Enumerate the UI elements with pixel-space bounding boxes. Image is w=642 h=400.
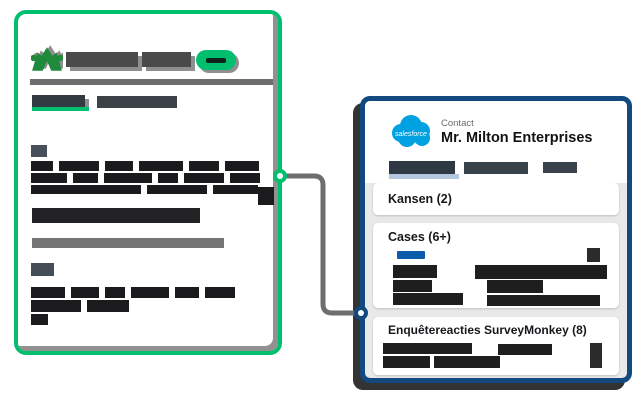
redacted-text-line xyxy=(31,185,258,194)
redacted-text-line xyxy=(31,314,48,325)
record-name: Mr. Milton Enterprises xyxy=(441,130,593,146)
surveymonkey-monkey-icon xyxy=(30,45,67,71)
field-value-placeholder xyxy=(487,280,543,293)
related-list-cases[interactable]: Cases (6+) xyxy=(373,223,619,308)
active-tab-underline xyxy=(389,174,459,179)
salesforce-panel: salesforce Contact Mr. Milton Enterprise… xyxy=(360,96,632,383)
related-list-kansen[interactable]: Kansen (2) xyxy=(373,183,619,215)
scrollbar-placeholder[interactable] xyxy=(590,343,602,368)
svg-text:salesforce: salesforce xyxy=(395,131,427,138)
response-field-placeholder xyxy=(498,344,552,355)
header-divider xyxy=(30,79,273,85)
redacted-text-block xyxy=(258,187,274,205)
active-tab-underline xyxy=(32,107,89,111)
redacted-text-line xyxy=(31,161,259,171)
surveymonkey-wordmark-placeholder xyxy=(142,52,191,67)
tab-active-placeholder[interactable] xyxy=(389,161,455,174)
tab-inactive-placeholder[interactable] xyxy=(464,162,528,174)
field-label-placeholder xyxy=(393,293,463,305)
minus-dash-icon xyxy=(206,57,226,63)
salesforce-cloud-icon: salesforce xyxy=(392,115,430,147)
case-number-link-placeholder[interactable] xyxy=(397,251,425,259)
response-field-placeholder xyxy=(383,343,472,354)
related-list-survey-responses[interactable]: Enquêtereacties SurveyMonkey (8) xyxy=(373,317,619,375)
field-label-placeholder xyxy=(393,280,432,292)
question-number-icon xyxy=(31,263,54,276)
salesforce-logo: salesforce xyxy=(388,113,434,151)
record-type-label: Contact xyxy=(441,118,474,129)
related-list-title: Cases (6+) xyxy=(388,230,451,244)
surveymonkey-window xyxy=(14,10,282,355)
surveymonkey-wordmark-placeholder xyxy=(66,52,138,67)
survey-close-button[interactable] xyxy=(196,50,236,70)
redacted-text-line xyxy=(31,173,260,183)
record-header: salesforce Contact Mr. Milton Enterprise… xyxy=(365,101,627,183)
surveymonkey-logo xyxy=(30,44,67,74)
related-list-title: Enquêtereacties SurveyMonkey (8) xyxy=(388,323,587,337)
field-label-placeholder xyxy=(393,265,437,278)
field-value-placeholder xyxy=(475,265,607,279)
response-field-placeholder xyxy=(383,356,430,368)
related-list-title: Kansen (2) xyxy=(388,192,452,206)
tab-active-placeholder[interactable] xyxy=(32,95,85,107)
redacted-text-line xyxy=(31,300,129,312)
field-value-placeholder xyxy=(487,295,600,306)
response-field-placeholder xyxy=(434,356,500,368)
tab-inactive-placeholder[interactable] xyxy=(543,162,577,173)
redacted-text-line xyxy=(31,287,235,298)
answer-field-placeholder[interactable] xyxy=(32,238,224,248)
answer-field-placeholder[interactable] xyxy=(32,208,200,223)
row-action-placeholder[interactable] xyxy=(587,248,600,262)
tab-inactive-placeholder[interactable] xyxy=(97,96,177,108)
question-number-icon xyxy=(31,145,47,157)
